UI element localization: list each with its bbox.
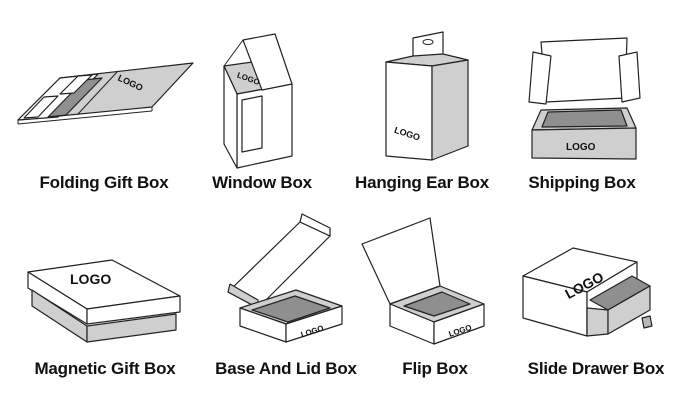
caption-magnetic-gift-box: Magnetic Gift Box	[34, 359, 176, 378]
hanging-ear-box-illustration: LOGO	[385, 31, 469, 161]
caption-folding-gift-box: Folding Gift Box	[39, 173, 169, 192]
caption-slide-drawer-box: Slide Drawer Box	[527, 359, 665, 378]
window-box-illustration: LOGO	[223, 33, 293, 169]
caption-window-box: Window Box	[212, 173, 312, 192]
shipping-box-illustration: LOGO	[528, 37, 641, 160]
logo-text: LOGO	[566, 142, 596, 153]
slide-drawer-box-illustration: LOGO	[522, 247, 653, 337]
logo-text: LOGO	[70, 271, 111, 287]
caption-base-and-lid-box: Base And Lid Box	[215, 359, 357, 378]
folding-gift-box-illustration: LOGO	[17, 62, 194, 125]
flip-box-illustration: LOGO	[361, 217, 485, 345]
caption-shipping-box: Shipping Box	[528, 173, 636, 192]
base-and-lid-box-illustration: LOGO	[227, 213, 343, 343]
caption-hanging-ear-box: Hanging Ear Box	[355, 173, 489, 192]
magnetic-gift-box-illustration: LOGO	[27, 259, 181, 343]
caption-flip-box: Flip Box	[402, 359, 468, 378]
